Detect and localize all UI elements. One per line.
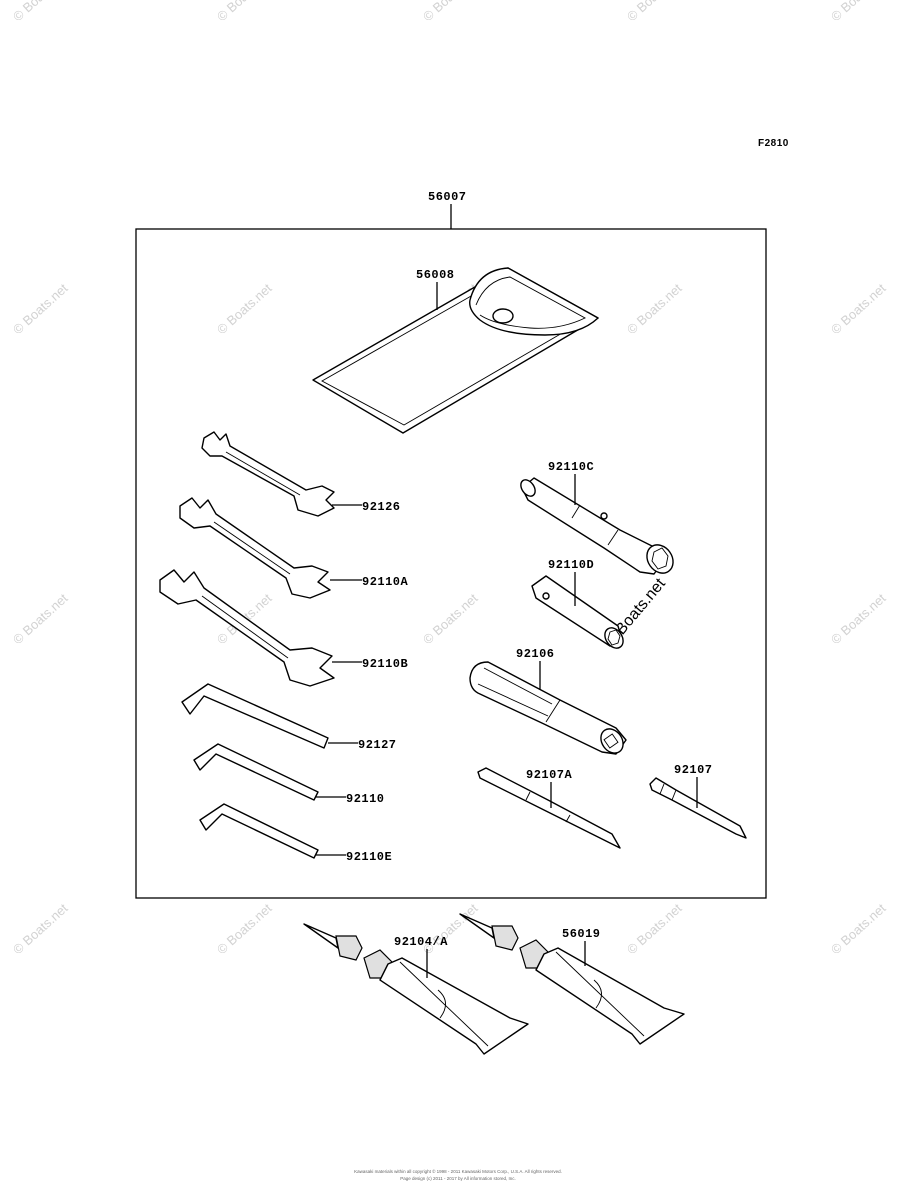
pouch-56008[interactable] [312, 267, 599, 434]
watermark: © Boats.net [10, 590, 71, 647]
box-wrench-92110c[interactable] [518, 477, 679, 578]
label-92107[interactable]: 92107 [674, 763, 713, 777]
label-92110b[interactable]: 92110B [362, 657, 408, 671]
label-92110d[interactable]: 92110D [548, 558, 594, 572]
label-92110[interactable]: 92110 [346, 792, 385, 806]
watermark: © Boats.net [420, 590, 481, 647]
watermark: © Boats.net [624, 280, 685, 337]
watermark: © Boats.net [214, 900, 275, 957]
label-56019[interactable]: 56019 [562, 927, 601, 941]
watermark: © Boats.net [828, 0, 889, 24]
label-92127[interactable]: 92127 [358, 738, 397, 752]
footer-line-1: Kawasaki materials within all copyright … [354, 1168, 562, 1174]
wrench-92110a[interactable] [179, 497, 331, 599]
driver-bit-92107a[interactable] [477, 767, 621, 849]
watermark: © Boats.net [214, 280, 275, 337]
label-92110e[interactable]: 92110E [346, 850, 392, 864]
kit-frame [135, 228, 767, 899]
figure-code: F2810 [758, 138, 789, 149]
watermark: © Boats.net [420, 0, 481, 24]
hexkey-92110[interactable] [193, 743, 319, 801]
label-92107a[interactable]: 92107A [526, 768, 573, 782]
wrench-92126[interactable] [201, 431, 335, 517]
label-92126[interactable]: 92126 [362, 500, 401, 514]
grease-tube-92104a[interactable] [303, 923, 529, 1055]
tube-wrench-92110d[interactable] [531, 575, 627, 652]
watermark: © Boats.net [624, 0, 685, 24]
label-92110c[interactable]: 92110C [548, 460, 594, 474]
watermark: © Boats.net [214, 0, 275, 24]
watermark: © Boats.net [624, 900, 685, 957]
label-92110a[interactable]: 92110A [362, 575, 409, 589]
watermark: © Boats.net [828, 900, 889, 957]
grease-tube-56019[interactable] [459, 913, 685, 1045]
watermark: © Boats.net [10, 280, 71, 337]
footer-line-2: Page design (c) 2011 - 2017 by All infor… [400, 1176, 515, 1181]
handle-92106[interactable] [469, 661, 628, 757]
watermark: © Boats.net [10, 0, 71, 24]
label-92106[interactable]: 92106 [516, 647, 555, 661]
watermark: © Boats.net [828, 590, 889, 647]
watermark: © Boats.net [828, 280, 889, 337]
label-pouch[interactable]: 56008 [416, 268, 455, 282]
watermark: © Boats.net [10, 900, 71, 957]
driver-bit-92107[interactable] [649, 777, 747, 839]
hexkey-92110e[interactable] [199, 803, 319, 859]
hexkey-92127[interactable] [181, 683, 329, 749]
wrench-92110b[interactable] [159, 569, 335, 687]
label-92104a[interactable]: 92104/A [394, 935, 448, 949]
label-kit[interactable]: 56007 [428, 190, 467, 204]
